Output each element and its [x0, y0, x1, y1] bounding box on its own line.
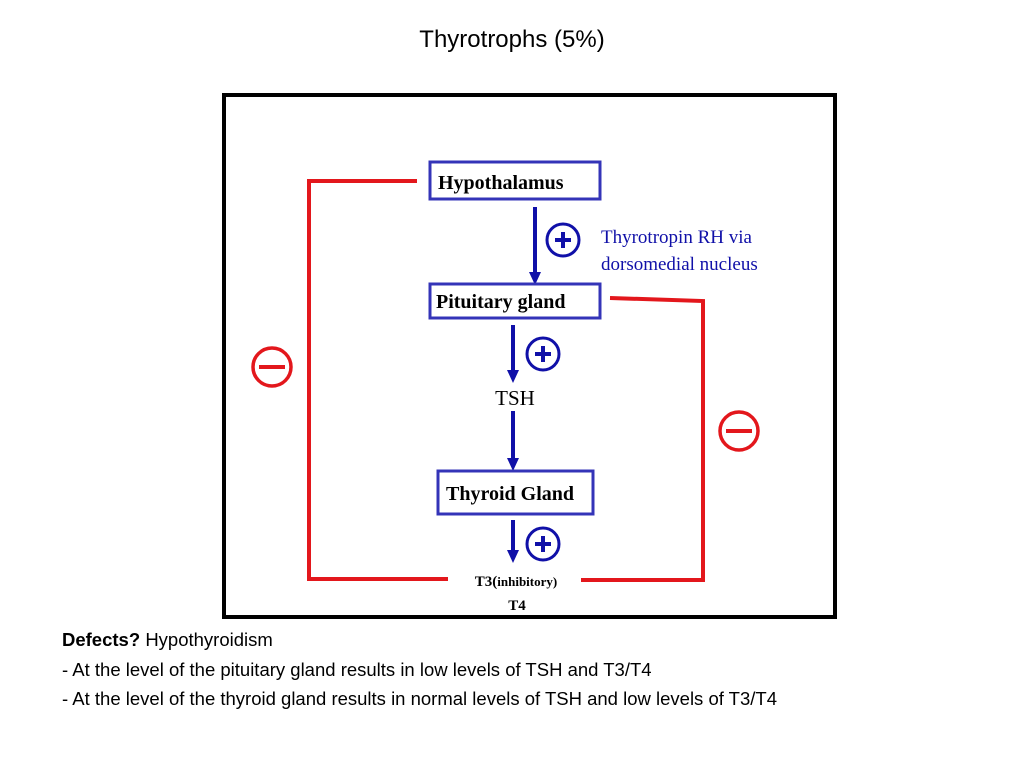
pituitary-box — [428, 282, 602, 320]
hypothalamus-node: Hypothalamus — [428, 160, 602, 201]
feedback-line-to-pituitary — [581, 296, 705, 582]
t4-label: T4 — [508, 598, 526, 614]
feedback-line-to-hypothalamus — [307, 179, 448, 581]
t3-label: T3(inhibitory) — [475, 574, 557, 590]
t3-symbol: T3( — [475, 574, 498, 590]
diagram-frame — [222, 93, 837, 619]
arrow-head — [507, 370, 519, 383]
trh-note-line-1: Thyrotropin RH via — [601, 227, 752, 248]
thyroid-node: Thyroid Gland — [436, 469, 595, 516]
arrow-head — [507, 458, 519, 471]
trh-note-line-2: dorsomedial nucleus — [601, 254, 758, 275]
arrow-pituitary-to-tsh — [507, 325, 519, 383]
stimulation-sign-trh — [545, 222, 581, 258]
inhibition-sign-left — [251, 346, 293, 388]
t3-inhibitory-note: inhibitory) — [497, 574, 557, 589]
tsh-label: TSH — [495, 386, 535, 410]
defects-heading: Defects? — [62, 629, 141, 650]
slide-title: Thyrotrophs (5%) — [419, 26, 605, 53]
arrow-tsh-to-thyroid — [507, 411, 519, 471]
pituitary-node: Pituitary gland — [428, 282, 602, 320]
note-thyroid-defect: - At the level of the thyroid gland resu… — [62, 688, 778, 709]
thyroid-label: Thyroid Gland — [446, 483, 574, 505]
hypothalamus-label: Hypothalamus — [438, 172, 564, 194]
arrow-thyroid-to-hormones — [507, 520, 519, 563]
stimulation-sign-pituitary — [525, 336, 561, 372]
defects-line: Defects?Hypothyroidism — [62, 629, 1002, 651]
arrow-head — [529, 272, 541, 285]
pituitary-label: Pituitary gland — [436, 291, 565, 313]
arrow-hypothalamus-to-pituitary — [529, 207, 541, 285]
note-pituitary-defect: - At the level of the pituitary gland re… — [62, 659, 652, 680]
thyroid-box — [436, 469, 595, 516]
hypothalamus-box — [428, 160, 602, 201]
arrow-head — [507, 550, 519, 563]
inhibition-sign-right — [718, 410, 760, 452]
stimulation-sign-thyroid — [525, 526, 561, 562]
defects-condition: Hypothyroidism — [145, 629, 273, 650]
